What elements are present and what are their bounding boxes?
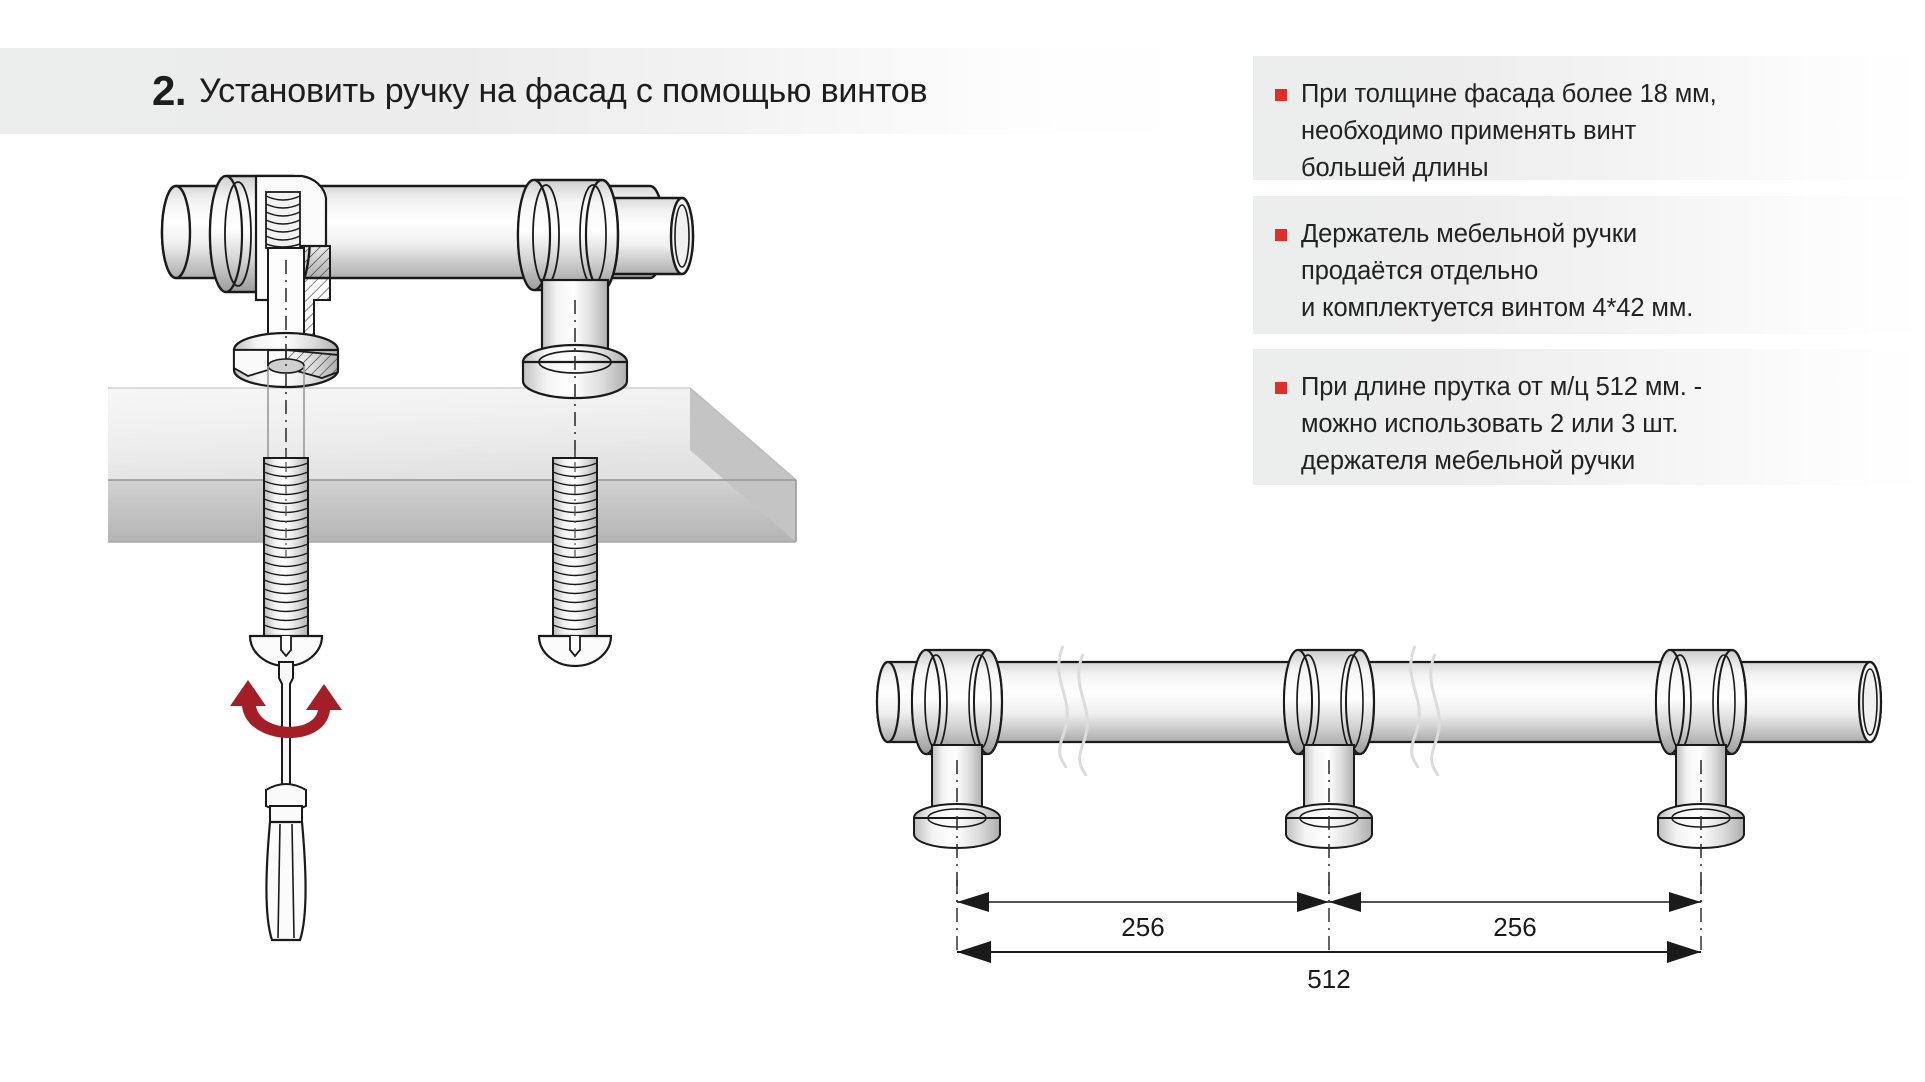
note-3-line-2: можно использовать 2 или 3 шт. bbox=[1301, 410, 1679, 438]
page-title: 2. Установить ручку на фасад с помощью в… bbox=[152, 60, 1212, 122]
dimension-row-512: 512 bbox=[957, 941, 1701, 994]
left-support-section-view bbox=[208, 174, 340, 488]
note-block-3: При длине прутка от м/ц 512 мм. - можно … bbox=[1253, 349, 1925, 485]
facade-panel bbox=[108, 387, 797, 543]
dimension-row-256: 256 256 bbox=[956, 880, 1702, 952]
dim-left-256-label: 256 bbox=[1121, 912, 1164, 942]
note-2-line-2: продаётся отдельно bbox=[1301, 257, 1539, 285]
rail-dimension-diagram: 256 256 512 bbox=[870, 640, 1905, 1060]
note-block-2: Держатель мебельной ручки продаётся отде… bbox=[1253, 196, 1925, 334]
left-screw bbox=[248, 457, 324, 668]
note-3-line-1: При длине прутка от м/ц 512 мм. - bbox=[1301, 373, 1703, 401]
rail-bar bbox=[875, 660, 1883, 744]
dim-total-512-label: 512 bbox=[1307, 964, 1350, 994]
dim-right-256-label: 256 bbox=[1493, 912, 1536, 942]
note-1-line-3: большей длины bbox=[1301, 154, 1489, 182]
support-1 bbox=[910, 648, 1004, 902]
rotation-arrow-icon bbox=[230, 680, 342, 739]
title-banner bbox=[0, 48, 1190, 134]
right-screw bbox=[537, 457, 613, 668]
break-line-1 bbox=[1057, 645, 1089, 777]
note-1-line-1: При толщине фасада более 18 мм, bbox=[1301, 80, 1717, 108]
assembly-diagram bbox=[90, 150, 910, 1030]
note-1-line-2: необходимо применять винт bbox=[1301, 117, 1637, 145]
red-square-bullet-icon bbox=[1275, 382, 1287, 394]
break-line-2 bbox=[1409, 645, 1441, 777]
note-3-line-3: держателя мебельной ручки bbox=[1301, 447, 1636, 475]
note-3-text: При длине прутка от м/ц 512 мм. - можно … bbox=[1301, 369, 1702, 480]
step-number: 2. bbox=[152, 67, 187, 114]
note-block-1: При толщине фасада более 18 мм, необходи… bbox=[1253, 56, 1925, 182]
support-2 bbox=[1282, 648, 1376, 902]
page-title-text: Установить ручку на фасад с помощью винт… bbox=[199, 71, 928, 110]
note-2-line-1: Держатель мебельной ручки bbox=[1301, 220, 1637, 248]
screwdriver bbox=[265, 661, 307, 942]
note-2-line-3: и комплектуется винтом 4*42 мм. bbox=[1301, 294, 1694, 322]
note-2-text: Держатель мебельной ручки продаётся отде… bbox=[1301, 216, 1693, 327]
note-1-text: При толщине фасада более 18 мм, необходи… bbox=[1301, 76, 1717, 187]
red-square-bullet-icon bbox=[1275, 89, 1287, 101]
support-3 bbox=[1654, 648, 1748, 902]
right-support bbox=[516, 178, 629, 450]
red-square-bullet-icon bbox=[1275, 229, 1287, 241]
